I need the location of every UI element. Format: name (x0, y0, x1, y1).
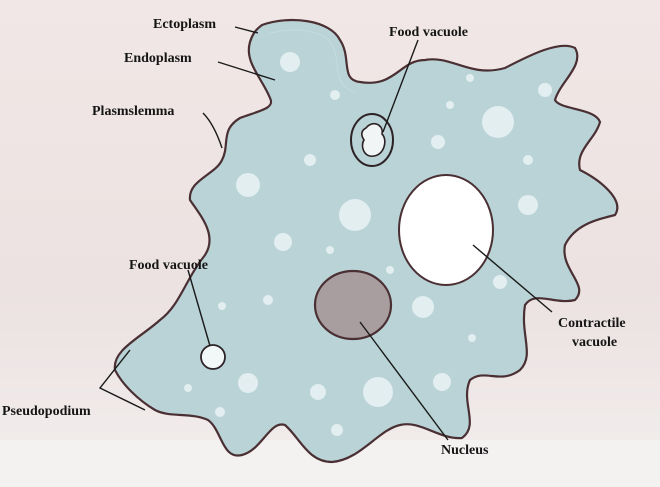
food-vacuole-left-label: Food vacuole (129, 258, 208, 273)
contractile-label-line1: Contractile (558, 316, 626, 331)
endoplasm-label: Endoplasm (124, 51, 192, 66)
food-particle (362, 124, 385, 156)
plasmalemma-pointer (203, 113, 222, 148)
nucleus-label: Nucleus (441, 443, 489, 458)
food-vacuole-left (201, 345, 225, 369)
ectoplasm-label: Ectoplasm (153, 17, 216, 32)
contractile-label-line2: vacuole (572, 335, 617, 350)
plasmalemma-label: Plasmslemma (92, 104, 174, 119)
food-vacuole-top-label: Food vacuole (389, 25, 468, 40)
pseudopodium-label: Pseudopodium (2, 404, 91, 419)
nucleus (315, 271, 391, 339)
ectoplasm-pointer (235, 27, 258, 33)
contractile-vacuole (399, 175, 493, 285)
